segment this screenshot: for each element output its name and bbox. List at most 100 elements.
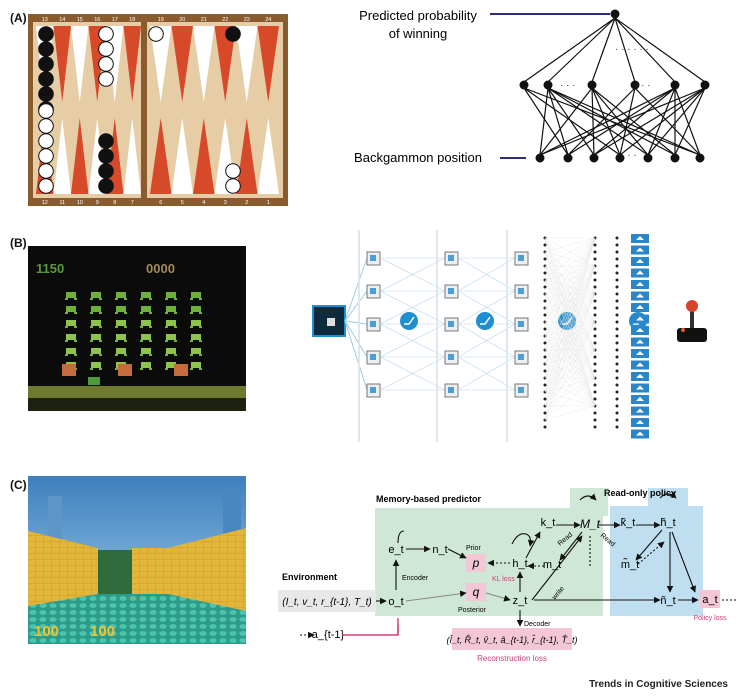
board-point (71, 26, 89, 102)
dense-unit (593, 341, 597, 345)
dense-unit (615, 397, 619, 401)
dense-unit (615, 313, 619, 317)
dense-unit (543, 243, 547, 247)
invader (91, 362, 101, 368)
invader (66, 292, 76, 298)
node-o: o_t (388, 596, 403, 608)
prior-box (466, 554, 486, 572)
checker (38, 178, 54, 194)
board-point (236, 26, 258, 102)
env-tuple-box (278, 590, 376, 612)
board-bottom-number: 1 (267, 200, 270, 206)
prior-label: Prior (466, 545, 481, 552)
checker (98, 163, 114, 179)
posterior-label: Posterior (458, 607, 487, 614)
board-top-number: 22 (222, 17, 228, 23)
invader (166, 292, 176, 298)
input-node (643, 153, 653, 163)
dense-unit (593, 278, 597, 282)
dense-unit (593, 327, 597, 331)
checker (38, 133, 54, 149)
dense-unit (593, 299, 597, 303)
svg-text:· · · · · ·: · · · · · · (615, 44, 649, 55)
hidden-node (700, 80, 710, 90)
dense-unit (593, 425, 597, 429)
svg-text:· · ·: · · · (560, 80, 576, 91)
input-node (615, 153, 625, 163)
checker (38, 148, 54, 164)
board-point (150, 26, 172, 102)
board-point (214, 26, 236, 102)
input-node (563, 153, 573, 163)
dense-unit (543, 271, 547, 275)
node-n: n_t (432, 544, 447, 556)
dense-unit (593, 313, 597, 317)
dense-unit (593, 243, 597, 247)
dense-unit (615, 355, 619, 359)
dense-unit (593, 306, 597, 310)
node-ht: h̃_t (660, 517, 675, 529)
input-node (695, 153, 705, 163)
svg-text:· · · ·: · · · · (615, 150, 637, 161)
node-m: m_t (543, 559, 561, 571)
input-node (589, 153, 599, 163)
dense-unit (593, 383, 597, 387)
invader (116, 320, 126, 326)
input-node (670, 153, 680, 163)
node-h: h_t (512, 558, 527, 570)
dense-unit (615, 264, 619, 268)
node-z: z_t (513, 595, 528, 607)
board-point (257, 26, 279, 102)
invader (166, 348, 176, 354)
board-point (236, 118, 258, 194)
checker (38, 163, 54, 179)
output-label-line2: of winning (389, 26, 448, 41)
recon-box (452, 628, 572, 650)
dense-unit (593, 355, 597, 359)
board-top-number: 19 (158, 17, 164, 23)
dense-unit (543, 397, 547, 401)
invader (166, 306, 176, 312)
invader (91, 348, 101, 354)
action-label: a_{t-1} (312, 629, 345, 641)
node-mt: m̃_t (621, 558, 639, 571)
invader (66, 306, 76, 312)
board-point (171, 118, 193, 194)
environment-label: Environment (282, 572, 337, 582)
board-point (150, 118, 172, 194)
checker (38, 26, 54, 42)
recon-tuple: (Î_t, R̂_t, v̂_t, â_{t-1}, r̂_{t-1}, T̂_… (446, 634, 577, 645)
invader (141, 292, 151, 298)
checker (98, 26, 114, 42)
board-bottom-number: 2 (245, 200, 248, 206)
checker (38, 41, 54, 57)
posterior-box (466, 583, 486, 601)
invader (166, 334, 176, 340)
board-point (193, 26, 215, 102)
dense-unit (593, 369, 597, 373)
board-top-number: 17 (112, 17, 118, 23)
board-bottom-number: 12 (42, 200, 48, 206)
dense-unit (615, 425, 619, 429)
board-point (71, 118, 89, 194)
invader (66, 334, 76, 340)
dense-unit (615, 250, 619, 254)
checker (98, 41, 114, 57)
checker (98, 133, 114, 149)
merlin-architecture: Memory-based predictor Read-only policy … (278, 488, 736, 663)
decoder-label: Decoder (524, 621, 551, 628)
invader (91, 320, 101, 326)
board-bottom-number: 10 (77, 200, 83, 206)
policy-output-box (700, 590, 720, 608)
bunker (118, 364, 132, 376)
dense-unit (543, 425, 547, 429)
node-nt: ñ_t (660, 595, 675, 607)
invader (141, 362, 151, 368)
checker (98, 148, 114, 164)
dense-unit (615, 390, 619, 394)
invader (91, 334, 101, 340)
board-bottom-number: 5 (181, 200, 184, 206)
invader (191, 348, 201, 354)
environment-tuple: (I_t, v_t, r_{t-1}, T_t) (282, 597, 371, 608)
